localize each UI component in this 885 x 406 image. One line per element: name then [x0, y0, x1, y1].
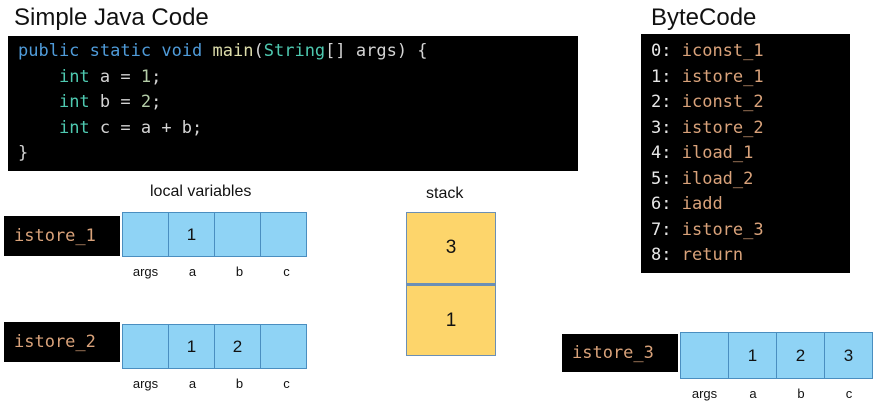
var-cell-b: 2: [215, 324, 261, 369]
var-name-a: a: [749, 386, 757, 401]
var-name-b: b: [797, 386, 805, 401]
semicolon: ;: [151, 66, 162, 87]
operand-stack: 3 1: [406, 212, 496, 356]
var-name-b: b: [235, 376, 244, 391]
bytecode-line-6: 6: iadd: [651, 192, 850, 218]
bytecode-line-7: 7: istore_3: [651, 218, 850, 244]
keyword-public: public: [18, 41, 80, 61]
bytecode-op: iadd: [681, 194, 723, 214]
code-line-1: public static void main(String[] args) {: [18, 39, 578, 65]
code-text: a =: [89, 66, 141, 87]
params: [] args) {: [325, 41, 428, 61]
open-paren: (: [253, 41, 264, 61]
bytecode-op: return: [681, 245, 744, 265]
keyword-int: int: [58, 92, 90, 112]
var-cell-c: [261, 212, 307, 257]
local-variables-row-1: 1: [122, 212, 307, 257]
bytecode-line-3: 3: istore_2: [651, 116, 850, 142]
bytecode-line-0: 0: iconst_1: [651, 39, 850, 65]
number-literal: 1: [140, 66, 152, 87]
bytecode-op: istore_2: [681, 117, 764, 138]
var-cell-args: [122, 212, 169, 257]
bytecode-block: 0: iconst_1 1: istore_1 2: iconst_2 3: i…: [641, 34, 850, 273]
bytecode-index: 3:: [651, 117, 672, 138]
var-cell-args: [680, 332, 729, 379]
stack-caption: stack: [426, 185, 464, 202]
bytecode-op: iload_2: [681, 168, 754, 189]
var-name-args: args: [132, 376, 159, 391]
code-line-2: int a = 1;: [18, 65, 578, 91]
bytecode-index: 4:: [651, 143, 672, 163]
local-variables-row-2: 1 2: [122, 324, 307, 369]
bytecode-op: istore_1: [681, 66, 764, 87]
var-cell-c: 3: [825, 332, 873, 379]
var-cell-args: [122, 324, 169, 369]
instruction-label-istore-1: istore_1: [4, 216, 120, 256]
keyword-int: int: [58, 117, 90, 138]
bytecode-index: 6:: [651, 194, 672, 214]
type-string: String: [263, 41, 326, 61]
var-name-c: c: [283, 376, 290, 391]
keyword-void: void: [161, 41, 203, 61]
stack-cell-top: 3: [406, 212, 496, 284]
var-name-a: a: [188, 264, 197, 279]
var-name-args: args: [132, 264, 159, 279]
code-line-4: int c = a + b;: [18, 116, 578, 142]
bytecode-index: 0:: [651, 41, 672, 61]
java-code-block: public static void main(String[] args) {…: [8, 36, 578, 171]
var-name-args: args: [691, 386, 718, 401]
local-variables-row-3: 1 2 3: [680, 332, 873, 379]
var-name-b: b: [235, 264, 244, 279]
bytecode-index: 5:: [651, 168, 672, 189]
var-name-a: a: [188, 376, 197, 391]
method-name: main: [212, 41, 254, 61]
keyword-int: int: [58, 66, 90, 87]
var-cell-c: [261, 324, 307, 369]
bytecode-line-8: 8: return: [651, 243, 850, 269]
var-names-row-3: args a b c: [680, 386, 873, 401]
var-cell-b: 2: [777, 332, 825, 379]
bytecode-index: 7:: [651, 219, 672, 240]
code-text: b =: [89, 92, 141, 112]
bytecode-line-1: 1: istore_1: [651, 65, 850, 91]
bytecode-line-4: 4: iload_1: [651, 141, 850, 167]
keyword-static: static: [89, 41, 152, 61]
code-line-5: }: [18, 141, 578, 167]
var-name-c: c: [845, 386, 853, 401]
java-code-title: Simple Java Code: [14, 4, 209, 31]
instruction-label-istore-2: istore_2: [4, 322, 120, 362]
bytecode-index: 8:: [651, 245, 672, 265]
bytecode-op: iload_1: [681, 143, 754, 163]
var-names-row-2: args a b c: [122, 376, 310, 391]
bytecode-index: 2:: [651, 92, 672, 112]
bytecode-op: iconst_2: [681, 92, 764, 112]
bytecode-op: iconst_1: [681, 41, 764, 61]
var-cell-a: 1: [169, 212, 215, 257]
bytecode-title: ByteCode: [651, 4, 757, 31]
var-cell-a: 1: [169, 324, 215, 369]
var-cell-b: [215, 212, 261, 257]
closing-brace: }: [18, 143, 29, 163]
var-names-row-1: args a b c: [122, 264, 310, 279]
number-literal: 2: [140, 92, 152, 112]
code-text: c = a + b;: [89, 117, 203, 138]
stack-cell-bottom: 1: [406, 284, 496, 356]
bytecode-index: 1:: [651, 66, 672, 87]
bytecode-line-5: 5: iload_2: [651, 167, 850, 193]
local-variables-caption: local variables: [150, 183, 252, 200]
code-line-3: int b = 2;: [18, 90, 578, 116]
semicolon: ;: [151, 92, 162, 112]
var-cell-a: 1: [729, 332, 777, 379]
bytecode-op: istore_3: [681, 219, 764, 240]
instruction-label-istore-3: istore_3: [562, 334, 678, 372]
bytecode-line-2: 2: iconst_2: [651, 90, 850, 116]
var-name-c: c: [283, 264, 290, 279]
